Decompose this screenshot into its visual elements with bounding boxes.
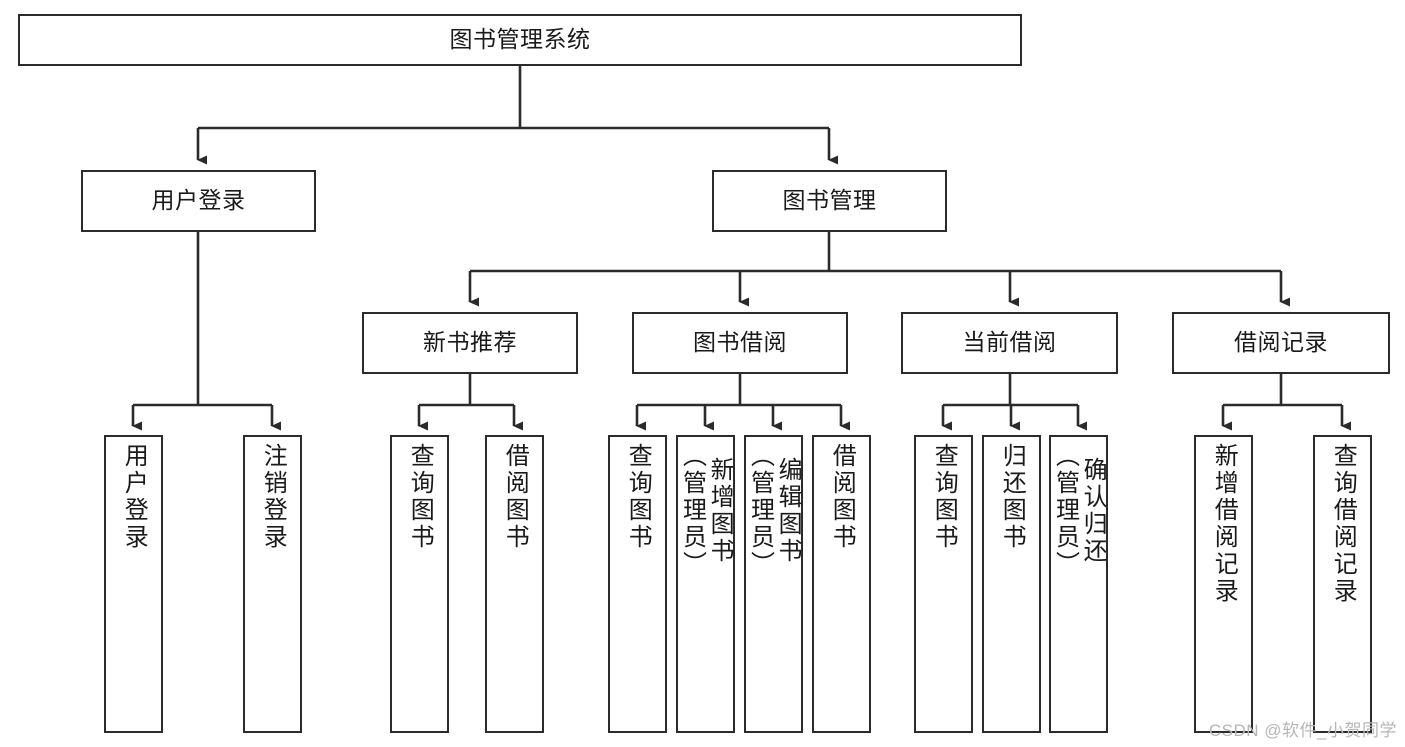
node-leaf-confirm-return[interactable]: 确认归还 （管理员） (1049, 435, 1108, 733)
node-leaf-query-book-new-rec[interactable]: 查询图书 (390, 435, 449, 733)
node-leaf-add-book[interactable]: 新增图书 （管理员） (676, 435, 735, 733)
node-leaf-borrow-book-new-rec-label: 借阅图书 (501, 443, 529, 551)
node-leaf-query-borrow-record-label: 查询借阅记录 (1329, 443, 1357, 605)
node-leaf-add-borrow-record-label: 新增借阅记录 (1210, 443, 1238, 605)
node-borrow-record-label: 借阅记录 (1234, 329, 1328, 356)
node-leaf-borrow-book[interactable]: 借阅图书 (812, 435, 871, 733)
node-user-login[interactable]: 用户登录 (81, 170, 316, 232)
node-user-login-label: 用户登录 (151, 187, 246, 214)
node-borrow-record[interactable]: 借阅记录 (1172, 312, 1390, 374)
node-book-borrow[interactable]: 图书借阅 (632, 312, 848, 374)
csdn-watermark: CSDN @软件_小贺同学 (1208, 721, 1397, 740)
node-leaf-user-login-label: 用户登录 (120, 443, 148, 551)
node-leaf-query-borrow-record[interactable]: 查询借阅记录 (1313, 435, 1372, 733)
node-new-book-recommendation-label: 新书推荐 (423, 329, 517, 356)
node-current-borrow[interactable]: 当前借阅 (901, 312, 1118, 374)
node-current-borrow-label: 当前借阅 (962, 329, 1057, 356)
node-leaf-confirm-return-label: 确认归还 （管理员） (1051, 443, 1107, 578)
node-book-borrow-label: 图书借阅 (693, 329, 787, 356)
node-leaf-query-book-current[interactable]: 查询图书 (914, 435, 973, 733)
node-leaf-edit-book[interactable]: 编辑图书 （管理员） (744, 435, 803, 733)
node-leaf-return-book[interactable]: 归还图书 (982, 435, 1041, 733)
node-leaf-query-book-current-label: 查询图书 (930, 443, 958, 551)
node-new-book-recommendation[interactable]: 新书推荐 (362, 312, 578, 374)
node-leaf-return-book-label: 归还图书 (998, 443, 1026, 551)
node-leaf-query-book-new-rec-label: 查询图书 (406, 443, 434, 551)
node-leaf-borrow-book-label: 借阅图书 (828, 443, 856, 551)
node-leaf-logout[interactable]: 注销登录 (243, 435, 302, 733)
node-leaf-add-borrow-record[interactable]: 新增借阅记录 (1194, 435, 1253, 733)
node-book-management-label: 图书管理 (782, 187, 877, 214)
node-leaf-add-book-label: 新增图书 （管理员） (678, 443, 734, 578)
node-leaf-edit-book-label: 编辑图书 （管理员） (746, 443, 802, 578)
node-leaf-query-book-borrow[interactable]: 查询图书 (608, 435, 667, 733)
node-leaf-user-login[interactable]: 用户登录 (104, 435, 163, 733)
node-leaf-logout-label: 注销登录 (259, 443, 287, 551)
node-leaf-borrow-book-new-rec[interactable]: 借阅图书 (485, 435, 544, 733)
node-root-book-management-system[interactable]: 图书管理系统 (18, 14, 1022, 66)
node-book-management[interactable]: 图书管理 (712, 170, 947, 232)
node-leaf-query-book-borrow-label: 查询图书 (624, 443, 652, 551)
node-root-label: 图书管理系统 (449, 26, 591, 53)
